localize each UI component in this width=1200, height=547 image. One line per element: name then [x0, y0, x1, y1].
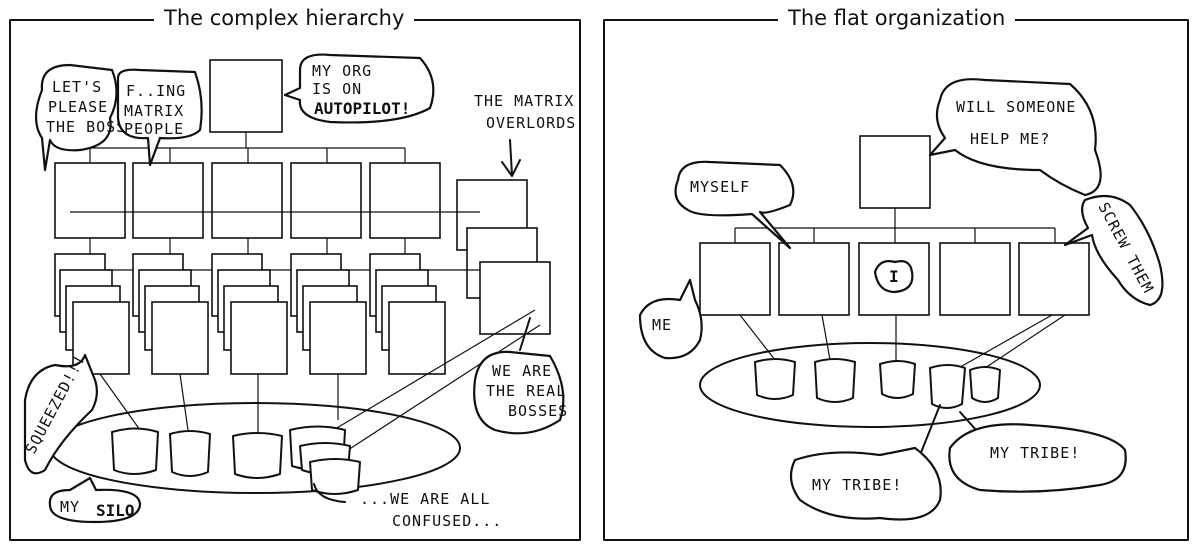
real-bosses-line-1: WE ARE [492, 362, 552, 380]
tier1-box-4 [290, 162, 362, 239]
matrix-overlords-line-1: THE MATRIX [474, 92, 574, 110]
tier1-box-1 [54, 162, 126, 239]
tribe-ellipse [699, 342, 1041, 428]
silo-cup-6 [309, 458, 361, 495]
matrix-people-line-1: F..ING [126, 82, 186, 100]
myself-bubble [674, 160, 795, 250]
confused-line-1: ...WE ARE ALL [360, 490, 490, 508]
flat-top-connector [734, 208, 1056, 243]
real-bosses-line-3: BOSSES [508, 402, 568, 420]
my-tribe-bubble-2 [948, 423, 1127, 493]
me-label: ME [652, 316, 672, 334]
matrix-people-bubble [116, 68, 203, 167]
tier1-box-3 [211, 162, 283, 239]
right-cup-lines [739, 314, 1066, 371]
tier2-stack-2 [132, 253, 209, 375]
help-me-line-1: WILL SOMEONE [956, 98, 1076, 116]
tier2-stack-5 [369, 253, 446, 375]
myself-label: MYSELF [690, 178, 750, 196]
my-tribe-bubble-1 [789, 446, 942, 521]
silo-cup-1 [111, 427, 159, 475]
autopilot-line-3: AUTOPILOT! [314, 99, 410, 118]
silo-cup-2 [169, 430, 211, 477]
left-cup-lines [99, 309, 541, 451]
my-silo-bubble [48, 476, 142, 524]
top-connector [89, 132, 406, 163]
please-boss-line-2: PLEASE [48, 98, 108, 116]
top-manager-box [209, 59, 283, 133]
help-me-bubble [928, 78, 1102, 197]
screw-them-bubble [1063, 194, 1164, 307]
autopilot-bubble [283, 53, 435, 124]
tier2-connectors [89, 238, 406, 254]
my-silo-line-1: MY [60, 498, 80, 516]
my-silo-line-2: SILO [96, 501, 135, 520]
autopilot-line-2: IS ON [312, 80, 362, 98]
confused-pointer [313, 483, 346, 503]
autopilot-line-1: MY ORG [312, 62, 372, 80]
i-label: I [889, 267, 899, 286]
help-me-line-2: HELP ME? [970, 130, 1050, 148]
i-bubble [873, 260, 914, 294]
real-bosses-pointer [519, 317, 531, 351]
flat-cup-3 [879, 360, 916, 399]
please-boss-line-1: LET'S [52, 78, 102, 96]
my-tribe-label-2: MY TRIBE! [990, 444, 1080, 462]
tier2-stack-4 [290, 253, 367, 375]
matrix-people-line-2: MATRIX [124, 102, 184, 120]
real-bosses-bubble [473, 350, 565, 435]
confused-line-2: CONFUSED... [392, 512, 502, 530]
real-bosses-line-2: THE REAL [486, 382, 566, 400]
flat-box-5 [1018, 242, 1090, 316]
overlords-arrow [501, 139, 521, 177]
right-panel-title: The flat organization [778, 6, 1016, 30]
flat-box-1 [699, 242, 771, 316]
silo-cup-3 [232, 432, 283, 479]
flat-top-box [859, 135, 931, 209]
me-bubble [638, 278, 703, 360]
overlord-box-3 [479, 261, 551, 335]
squeezed-bubble [23, 353, 99, 475]
flat-cup-1 [754, 358, 796, 400]
tier2-stack-3 [211, 253, 288, 375]
flat-cup-4 [929, 364, 966, 409]
please-boss-line-3: THE BOSS [46, 118, 126, 136]
please-boss-bubble [34, 63, 118, 172]
tier1-box-5 [369, 162, 441, 239]
tier1-box-2 [132, 162, 204, 239]
tier2-stack-1 [54, 253, 130, 375]
my-tribe-label-1: MY TRIBE! [812, 476, 902, 494]
flat-cup-2 [814, 358, 856, 403]
flat-box-2 [778, 242, 850, 316]
flat-cup-5 [969, 366, 1001, 403]
flat-box-4 [939, 242, 1011, 316]
left-panel-title: The complex hierarchy [154, 6, 415, 30]
matrix-people-line-3: PEOPLE [124, 120, 184, 138]
matrix-overlords-line-2: OVERLORDS [486, 114, 576, 132]
